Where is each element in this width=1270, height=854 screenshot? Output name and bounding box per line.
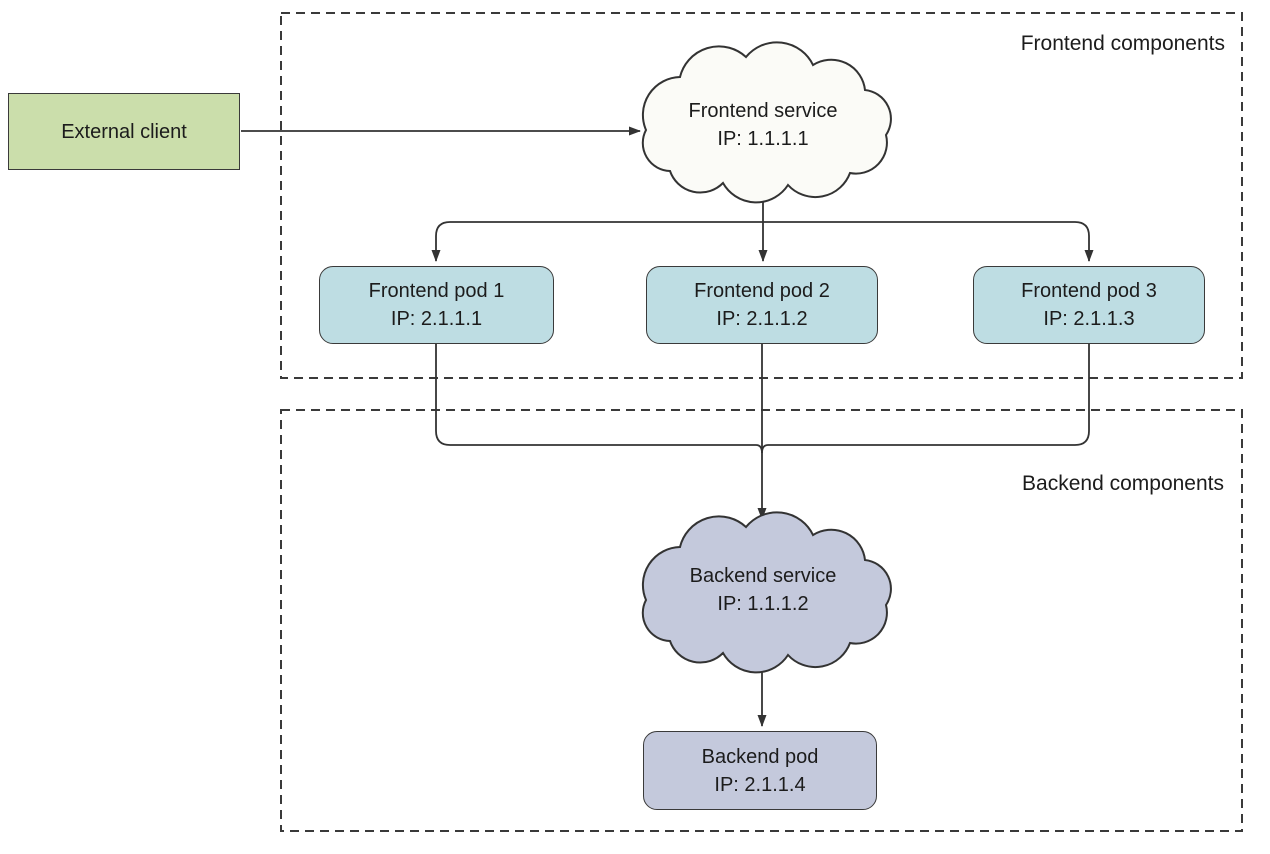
backend-components-label: Backend components: [1022, 472, 1224, 495]
arrow-frontend-service-to-pod3: [763, 221, 1094, 262]
frontend-components-label: Frontend components: [1020, 32, 1225, 55]
frontend-service-name: Frontend service: [688, 100, 838, 122]
external-client-label: External client: [61, 120, 187, 143]
backend-pod-ip: IP: 2.1.1.4: [714, 773, 806, 796]
frontend-pod-2-name: Frontend pod 2: [694, 280, 830, 302]
backend-pod-name: Backend pod: [701, 745, 819, 768]
backend-pod-box: Backend pod IP: 2.1.1.4: [643, 731, 877, 810]
frontend-pod-1-name: Frontend pod 1: [368, 280, 505, 302]
frontend-pod-3-ip: IP: 2.1.1.3: [1043, 308, 1135, 330]
frontend-pod-3-name: Frontend pod 3: [1021, 280, 1157, 302]
line-pod1-to-backend-merge: [435, 344, 763, 454]
backend-service-ip: IP: 1.1.1.2: [717, 593, 809, 615]
backend-service-name: Backend service: [689, 565, 837, 587]
frontend-pod-1-ip: IP: 2.1.1.1: [390, 308, 483, 330]
frontend-service-text: Frontend service IP: 1.1.1.1: [633, 97, 893, 153]
external-client-box: External client: [8, 93, 240, 170]
arrow-frontend-service-to-pod1: [431, 221, 763, 262]
frontend-service-ip: IP: 1.1.1.1: [717, 128, 809, 150]
frontend-pod-3-box: Frontend pod 3 IP: 2.1.1.3: [973, 266, 1205, 344]
frontend-pod-1-box: Frontend pod 1 IP: 2.1.1.1: [319, 266, 554, 344]
frontend-pod-2-box: Frontend pod 2 IP: 2.1.1.2: [646, 266, 878, 344]
line-pod3-to-backend-merge: [761, 344, 1090, 454]
frontend-pod-2-ip: IP: 2.1.1.2: [716, 308, 808, 330]
backend-service-text: Backend service IP: 1.1.1.2: [633, 562, 893, 618]
